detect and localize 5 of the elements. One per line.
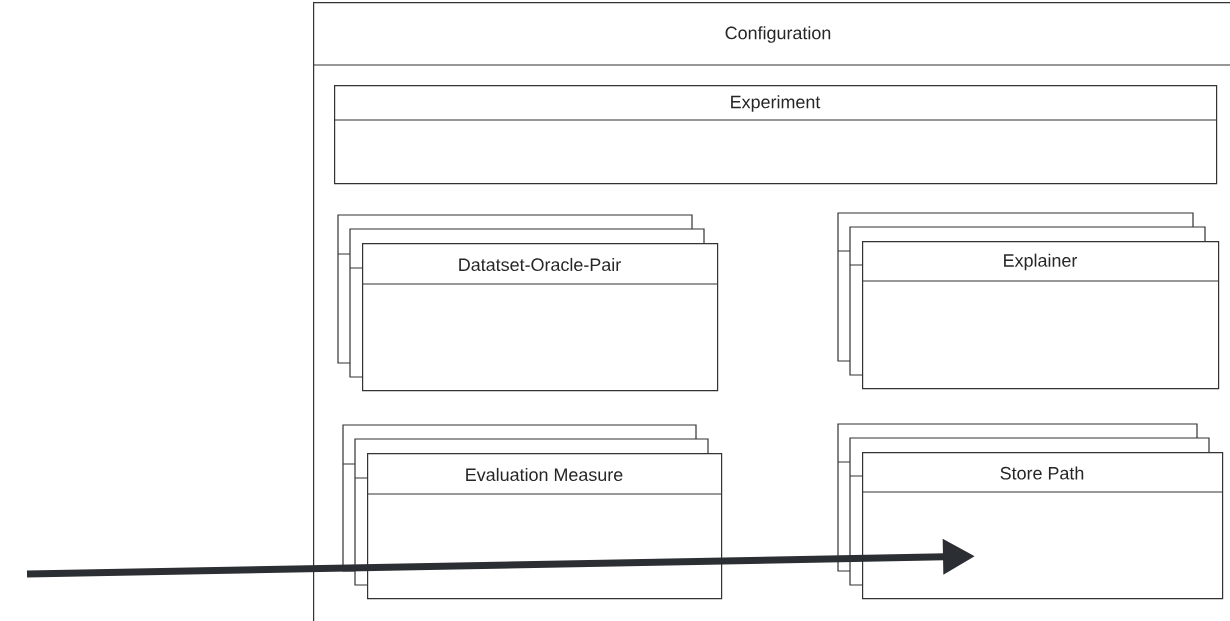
class-box: Experiment <box>333 85 1218 185</box>
class-box: Store Path <box>861 452 1224 600</box>
class-box: Datatset-Oracle-Pair <box>361 243 719 392</box>
class-box: Evaluation Measure <box>366 453 723 600</box>
class-box: Explainer <box>861 241 1220 390</box>
